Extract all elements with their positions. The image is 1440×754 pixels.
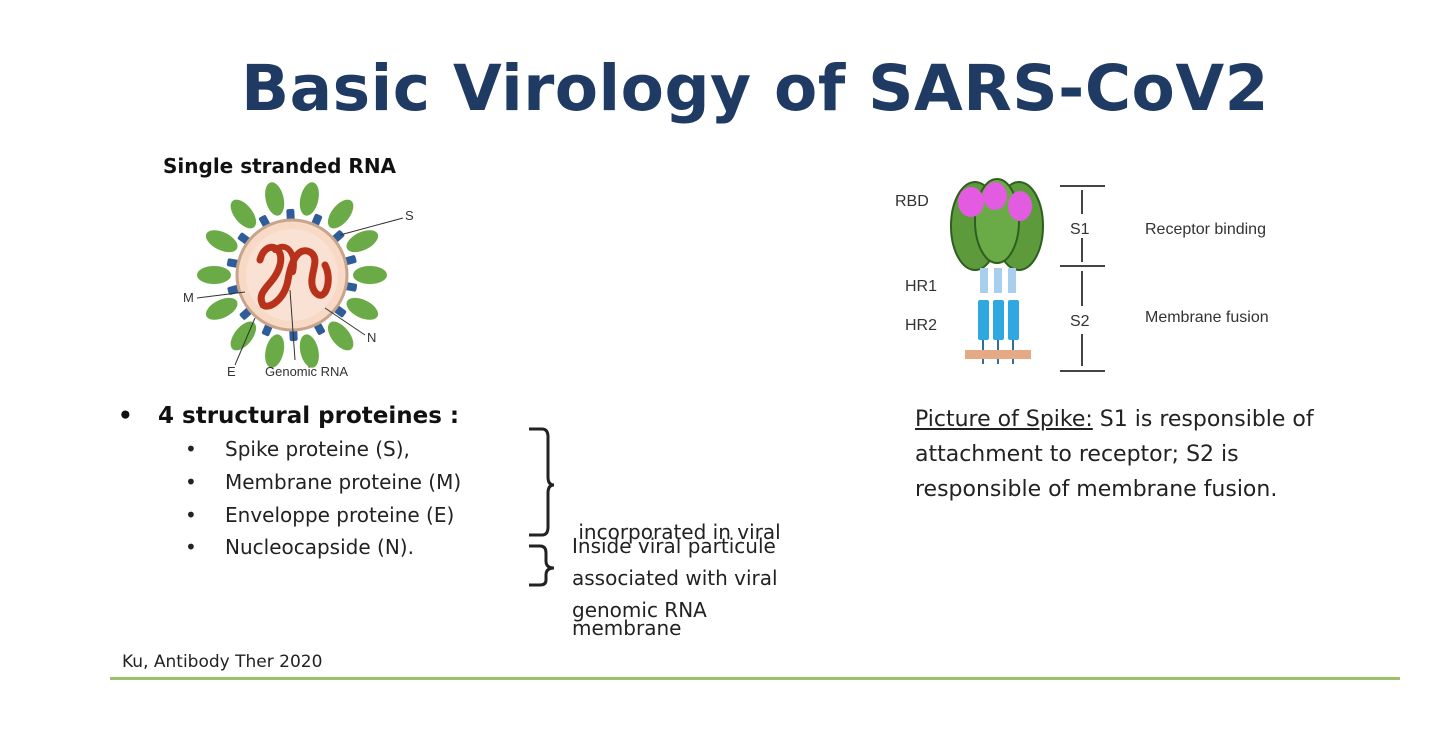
spike-label-hr1: HR1 <box>905 278 937 295</box>
virus-spike <box>205 297 238 320</box>
virus-label-s: S <box>405 208 414 223</box>
spike-label-hr2: HR2 <box>905 317 937 334</box>
virus-spike <box>230 199 257 229</box>
virus-diagram-caption: Single stranded RNA <box>163 154 397 178</box>
virus-spike <box>346 297 379 320</box>
group2-note-line: associated with viral <box>572 566 778 590</box>
group2-note-line: Inside viral particule <box>572 534 776 558</box>
virus-diagram: S M N E Genomic RNA <box>183 182 414 379</box>
virus-spike <box>197 266 231 284</box>
slide-title: Basic Virology of SARS-CoV2 <box>241 52 1269 125</box>
spike-label-membrane-fusion: Membrane fusion <box>1145 309 1269 326</box>
spike-label-rbd: RBD <box>895 193 929 210</box>
group1-note: incorporated in viral membrane <box>572 452 781 676</box>
heading-text: 4 structural proteines : <box>158 403 460 429</box>
virus-spike <box>327 199 354 229</box>
virus-label-e: E <box>227 364 236 379</box>
hr1-segment <box>980 268 988 293</box>
bullet-icon: • <box>185 470 197 494</box>
hr1-segment <box>994 268 1002 293</box>
genomic-rna-strand <box>256 244 332 310</box>
virus-spike <box>230 321 257 351</box>
list-item: • Nucleocapside (N). <box>185 535 414 559</box>
hr1-segment <box>1008 268 1016 293</box>
group1-note-line: membrane <box>572 616 682 640</box>
virus-spike <box>265 182 285 216</box>
grouping-braces <box>529 427 555 587</box>
hr2-segment <box>978 300 989 340</box>
virus-spike <box>327 321 354 351</box>
genomic-rna-pointer-line <box>289 289 296 361</box>
e-pointer-line <box>234 317 256 366</box>
spike-description-text: S1 is responsible of attachment to recep… <box>915 407 1314 502</box>
bullet-icon: • <box>185 503 197 527</box>
rbd-domain <box>958 187 984 217</box>
s-pointer-line <box>339 217 404 236</box>
protein-envelope: Enveloppe proteine (E) <box>225 503 455 527</box>
m-pointer-line <box>196 291 246 299</box>
reference-citation: Ku, Antibody Ther 2020 <box>122 652 323 672</box>
virus-label-genomic-rna: Genomic RNA <box>265 364 348 379</box>
virus-spike <box>299 334 319 368</box>
hr2-segment <box>1008 300 1019 340</box>
group2-note-line: genomic RNA <box>572 598 707 622</box>
membrane-segment <box>965 350 1031 359</box>
list-item: • Membrane proteine (M) <box>185 470 461 494</box>
group2-note: Inside viral particule associated with v… <box>572 530 778 626</box>
n-pointer-line <box>324 307 366 336</box>
virus-spike <box>299 182 319 216</box>
virus-spike <box>205 230 238 253</box>
spike-description-label: Picture of Spike: <box>915 407 1093 432</box>
spike-label-s2: S2 <box>1070 313 1090 330</box>
rbd-domain <box>1008 191 1032 221</box>
bullet-icon: • <box>185 535 197 559</box>
protein-spike: Spike proteine (S), <box>225 437 410 461</box>
protein-membrane: Membrane proteine (M) <box>225 470 462 494</box>
virus-spike <box>265 334 285 368</box>
rbd-domain <box>983 182 1007 210</box>
list-item: • Spike proteine (S), <box>185 437 410 461</box>
group1-note-line: incorporated in viral <box>572 520 781 544</box>
brace-group1 <box>529 427 555 537</box>
footer-divider <box>110 677 1400 680</box>
hr2-segment <box>993 300 1004 340</box>
brace-group2 <box>529 544 555 587</box>
structural-proteins-heading: • 4 structural proteines : <box>118 403 459 429</box>
spike-description: Picture of Spike: S1 is responsible of a… <box>915 402 1335 507</box>
virus-label-n: N <box>367 330 376 345</box>
list-item: • Enveloppe proteine (E) <box>185 503 454 527</box>
virus-spike <box>353 266 387 284</box>
bullet-icon: • <box>185 437 197 461</box>
spike-label-s1: S1 <box>1070 221 1090 238</box>
spike-label-receptor-binding: Receptor binding <box>1145 221 1266 238</box>
bullet-icon: • <box>118 403 133 429</box>
membrane-protein <box>286 208 295 222</box>
virus-spike <box>346 230 379 253</box>
virus-label-m: M <box>183 290 194 305</box>
spike-diagram: RBD HR1 HR2 S1 S2 Receptor binding Membr… <box>895 178 1269 372</box>
protein-nucleocapside: Nucleocapside (N). <box>225 535 414 559</box>
